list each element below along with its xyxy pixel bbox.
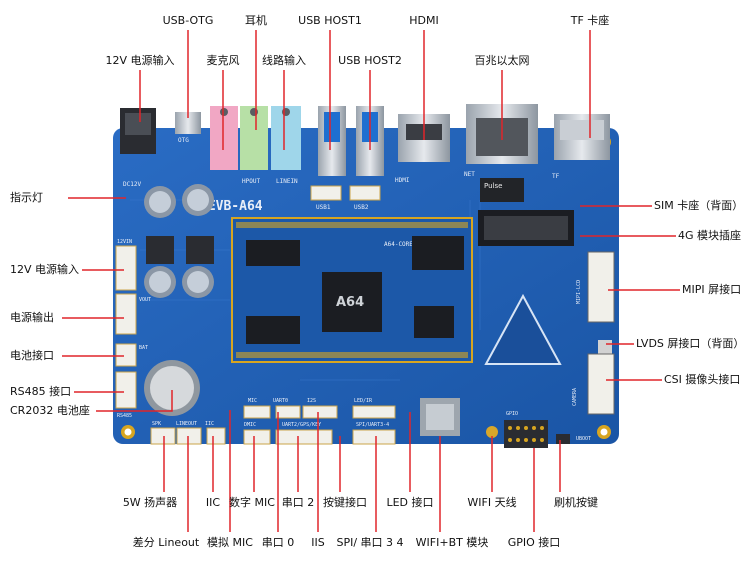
silk-linein: LINEIN (276, 178, 298, 185)
mic-jack (210, 106, 238, 170)
label-usb-otg: USB-OTG (162, 14, 214, 27)
silk-core-chip: A64 (336, 295, 364, 310)
silk-hpout: HPOUT (242, 178, 260, 185)
uboot-button (556, 434, 570, 444)
label-usb-host2: USB HOST2 (338, 54, 402, 67)
emmc-chip (414, 306, 454, 338)
silk-lineout: LINEOUT (176, 421, 197, 427)
silk-usb2: USB2 (354, 204, 369, 211)
silk-spi: SPI/UART3-4 (356, 422, 389, 428)
silk-bat: BAT (139, 345, 148, 351)
label-cr2032: CR2032 电池座 (10, 404, 90, 417)
silk-i2s: I2S (307, 398, 316, 404)
silk-uart2: UART2/GPS/KEY (282, 422, 321, 428)
label-usb-host1: USB HOST1 (298, 14, 362, 27)
silk-hdmi: HDMI (395, 177, 410, 184)
label-key: 按键接口 (323, 496, 367, 509)
callout-lines (62, 30, 680, 532)
label-power-in-left: 12V 电源输入 (10, 263, 80, 276)
label-iic: IIC (205, 496, 221, 509)
silk-camera: CAMERA (572, 388, 578, 406)
silk-otg: OTG (178, 137, 189, 144)
label-gpio: GPIO 接口 (507, 536, 561, 549)
silk-net: NET (464, 171, 475, 178)
silk-iic: IIC (205, 421, 214, 427)
pulse-transformer (480, 178, 524, 202)
silk-mic: MIC (248, 398, 257, 404)
silk-vin: 12VIN (117, 239, 132, 245)
silk-spk: SPK (152, 421, 161, 427)
label-uart0: 串口 0 (261, 536, 295, 549)
label-headphone: 耳机 (245, 14, 267, 27)
ram-chip-2 (246, 316, 300, 344)
silk-gpio: GPIO (506, 411, 518, 417)
label-wifi-bt: WIFI+BT 模块 (415, 536, 489, 549)
silk-board-name: REVB-A64 (200, 199, 263, 214)
a64-soc (322, 272, 382, 332)
label-mipi: MIPI 屏接口 (682, 283, 742, 296)
label-csi: CSI 摄像头接口 (664, 373, 741, 386)
usb1-header (310, 185, 342, 201)
mipi-connector (587, 251, 615, 323)
usb2-header (349, 185, 381, 201)
silk-dc: DC12V (123, 181, 141, 188)
label-iis: IIS (311, 536, 325, 549)
silk-pulse: Pulse (484, 182, 502, 190)
label-led: LED 接口 (386, 496, 434, 509)
usb-otg-port (175, 112, 201, 134)
label-ethernet: 百兆以太网 (474, 54, 530, 67)
gpio-header (504, 420, 548, 448)
silk-dmic: DMIC (244, 422, 256, 428)
capacitors (144, 184, 214, 298)
label-speaker: 5W 扬声器 (122, 496, 178, 509)
label-amic: 模拟 MIC (207, 536, 253, 549)
silk-usb1: USB1 (316, 204, 331, 211)
logo (484, 293, 562, 365)
label-line-in: 线路输入 (262, 54, 306, 67)
label-dmic: 数字 MIC (229, 496, 275, 509)
left-connectors (115, 245, 137, 409)
label-sim: SIM 卡座（背面） (654, 199, 744, 212)
silk-tf: TF (552, 173, 560, 180)
linein-jack (271, 106, 301, 170)
label-power-out: 电源输出 (10, 311, 54, 324)
silk-uart0: UART0 (273, 398, 288, 404)
ram-chip-3 (412, 236, 464, 270)
label-power-in-top: 12V 电源输入 (105, 54, 175, 67)
silk-mipi: MIPI-LCD (576, 280, 582, 304)
bottom-connectors (150, 405, 396, 445)
wifi-antenna-socket (486, 426, 498, 438)
label-flash-btn: 刷机按键 (554, 496, 598, 509)
label-uart2: 串口 2 (281, 496, 315, 509)
label-hdmi: HDMI (409, 14, 439, 27)
ram-chip-1 (246, 240, 300, 266)
silk-vout: VOUT (139, 297, 151, 303)
label-tf-slot: TF 卡座 (570, 14, 610, 27)
label-indicator: 指示灯 (10, 191, 43, 204)
label-microphone: 麦克风 (206, 54, 240, 67)
silk-uboot: UBOOT (576, 436, 591, 442)
label-battery: 电池接口 (10, 349, 54, 362)
label-spi: SPI/ 串口 3 4 (336, 536, 404, 549)
headphone-jack (240, 106, 268, 170)
label-4g: 4G 模块插座 (678, 229, 742, 242)
csi-connector (587, 353, 615, 415)
label-wifi-ant: WIFI 天线 (467, 496, 517, 509)
silk-core-module: A64-CORE (384, 241, 413, 248)
silk-rs485: RS485 (117, 413, 132, 419)
silk-led-ir: LED/IR (354, 398, 373, 404)
label-lineout: 差分 Lineout (132, 536, 200, 549)
label-rs485: RS485 接口 (10, 385, 72, 398)
label-lvds: LVDS 屏接口（背面） (636, 337, 745, 350)
